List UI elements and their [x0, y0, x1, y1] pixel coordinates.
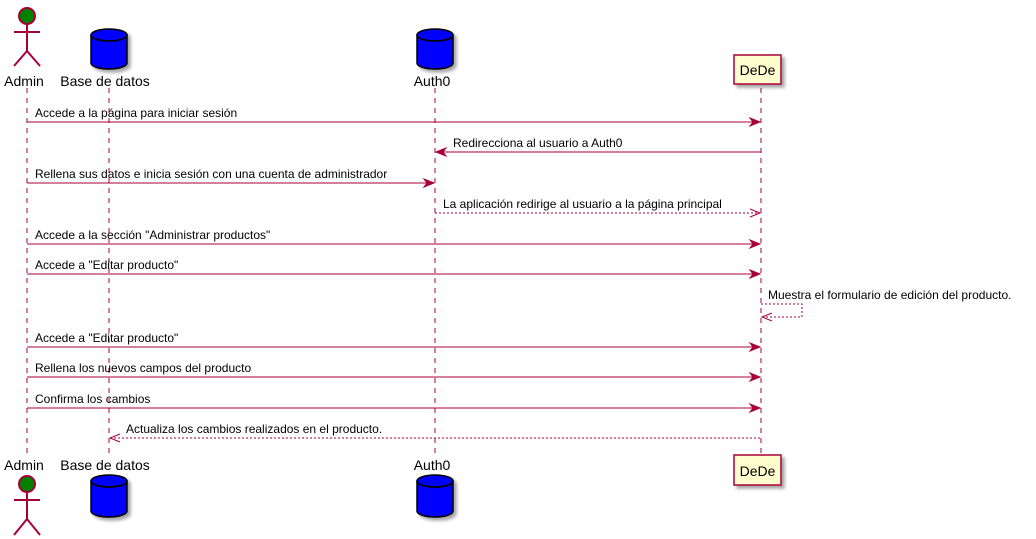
- arrow-head: [108, 433, 121, 443]
- participant-name: Auth0: [414, 73, 451, 89]
- participants-top: Admin Base de datos Auth0 DeDe: [4, 7, 782, 89]
- message-line: [761, 303, 803, 318]
- participant-box: [733, 454, 782, 486]
- arrow-head: [748, 268, 762, 280]
- message-label: Redirecciona al usuario a Auth0: [453, 136, 623, 150]
- database-db-top: Base de datos: [60, 28, 150, 89]
- participant-name: DeDe: [740, 463, 776, 479]
- database-icon: [416, 474, 454, 518]
- message-1: Accede a la página para iniciar sesión: [27, 106, 762, 128]
- message-6: Accede a "Editar producto": [27, 258, 762, 280]
- participant-name: DeDe: [740, 62, 776, 78]
- actor-icon: [13, 7, 41, 67]
- database-icon: [90, 474, 128, 518]
- message-9: Rellena los nuevos campos del producto: [27, 361, 762, 383]
- message-5: Accede a la sección "Administrar product…: [27, 228, 762, 250]
- database-auth0-bottom: Auth0: [414, 457, 454, 518]
- arrow-head: [748, 238, 762, 250]
- message-label: Actualiza los cambios realizados en el p…: [126, 422, 382, 436]
- arrow-head: [748, 371, 762, 383]
- participant-name: Admin: [4, 73, 44, 89]
- database-auth0-top: Auth0: [414, 28, 454, 89]
- message-label: Rellena sus datos e inicia sesión con un…: [35, 167, 387, 181]
- message-label: Accede a la sección "Administrar product…: [35, 228, 270, 242]
- participant-dede-top: DeDe: [733, 54, 782, 85]
- message-2: Redirecciona al usuario a Auth0: [434, 136, 761, 158]
- message-3: Rellena sus datos e inicia sesión con un…: [27, 167, 436, 189]
- participant-dede-bottom: DeDe: [733, 454, 782, 486]
- message-label: Rellena los nuevos campos del producto: [35, 361, 251, 375]
- arrow-head: [748, 116, 762, 128]
- database-db-bottom: Base de datos: [60, 457, 150, 518]
- participant-box: [733, 54, 782, 85]
- message-label: Confirma los cambios: [35, 392, 150, 406]
- database-icon: [416, 28, 454, 70]
- database-icon: [90, 28, 128, 70]
- actor-icon: [13, 475, 41, 536]
- message-label: La aplicación redirige al usuario a la p…: [443, 197, 722, 211]
- message-4: La aplicación redirige al usuario a la p…: [435, 197, 762, 218]
- message-8: Accede a "Editar producto": [27, 331, 762, 353]
- arrow-head: [748, 341, 762, 353]
- message-7-self: Muestra el formulario de edición del pro…: [760, 288, 1011, 322]
- actor-admin-bottom: Admin: [4, 457, 44, 536]
- arrow-head: [434, 146, 448, 158]
- participant-name: Auth0: [414, 457, 451, 473]
- message-10: Confirma los cambios: [27, 392, 762, 414]
- arrow-head: [422, 177, 436, 189]
- actor-admin-top: Admin: [4, 7, 44, 89]
- participants-bottom: Admin Base de datos Auth0: [4, 454, 782, 536]
- arrow-head: [749, 208, 762, 218]
- arrow-head: [748, 402, 762, 414]
- message-label: Accede a "Editar producto": [35, 331, 178, 345]
- message-label: Accede a la página para iniciar sesión: [35, 106, 237, 120]
- participant-name: Base de datos: [60, 457, 150, 473]
- message-label: Muestra el formulario de edición del pro…: [768, 288, 1011, 302]
- participant-name: Admin: [4, 457, 44, 473]
- message-11: Actualiza los cambios realizados en el p…: [108, 422, 761, 443]
- messages: Accede a la página para iniciar sesión R…: [27, 106, 1011, 443]
- arrow-head: [760, 312, 773, 322]
- message-label: Accede a "Editar producto": [35, 258, 178, 272]
- lifelines: [26, 88, 762, 455]
- participant-name: Base de datos: [60, 73, 150, 89]
